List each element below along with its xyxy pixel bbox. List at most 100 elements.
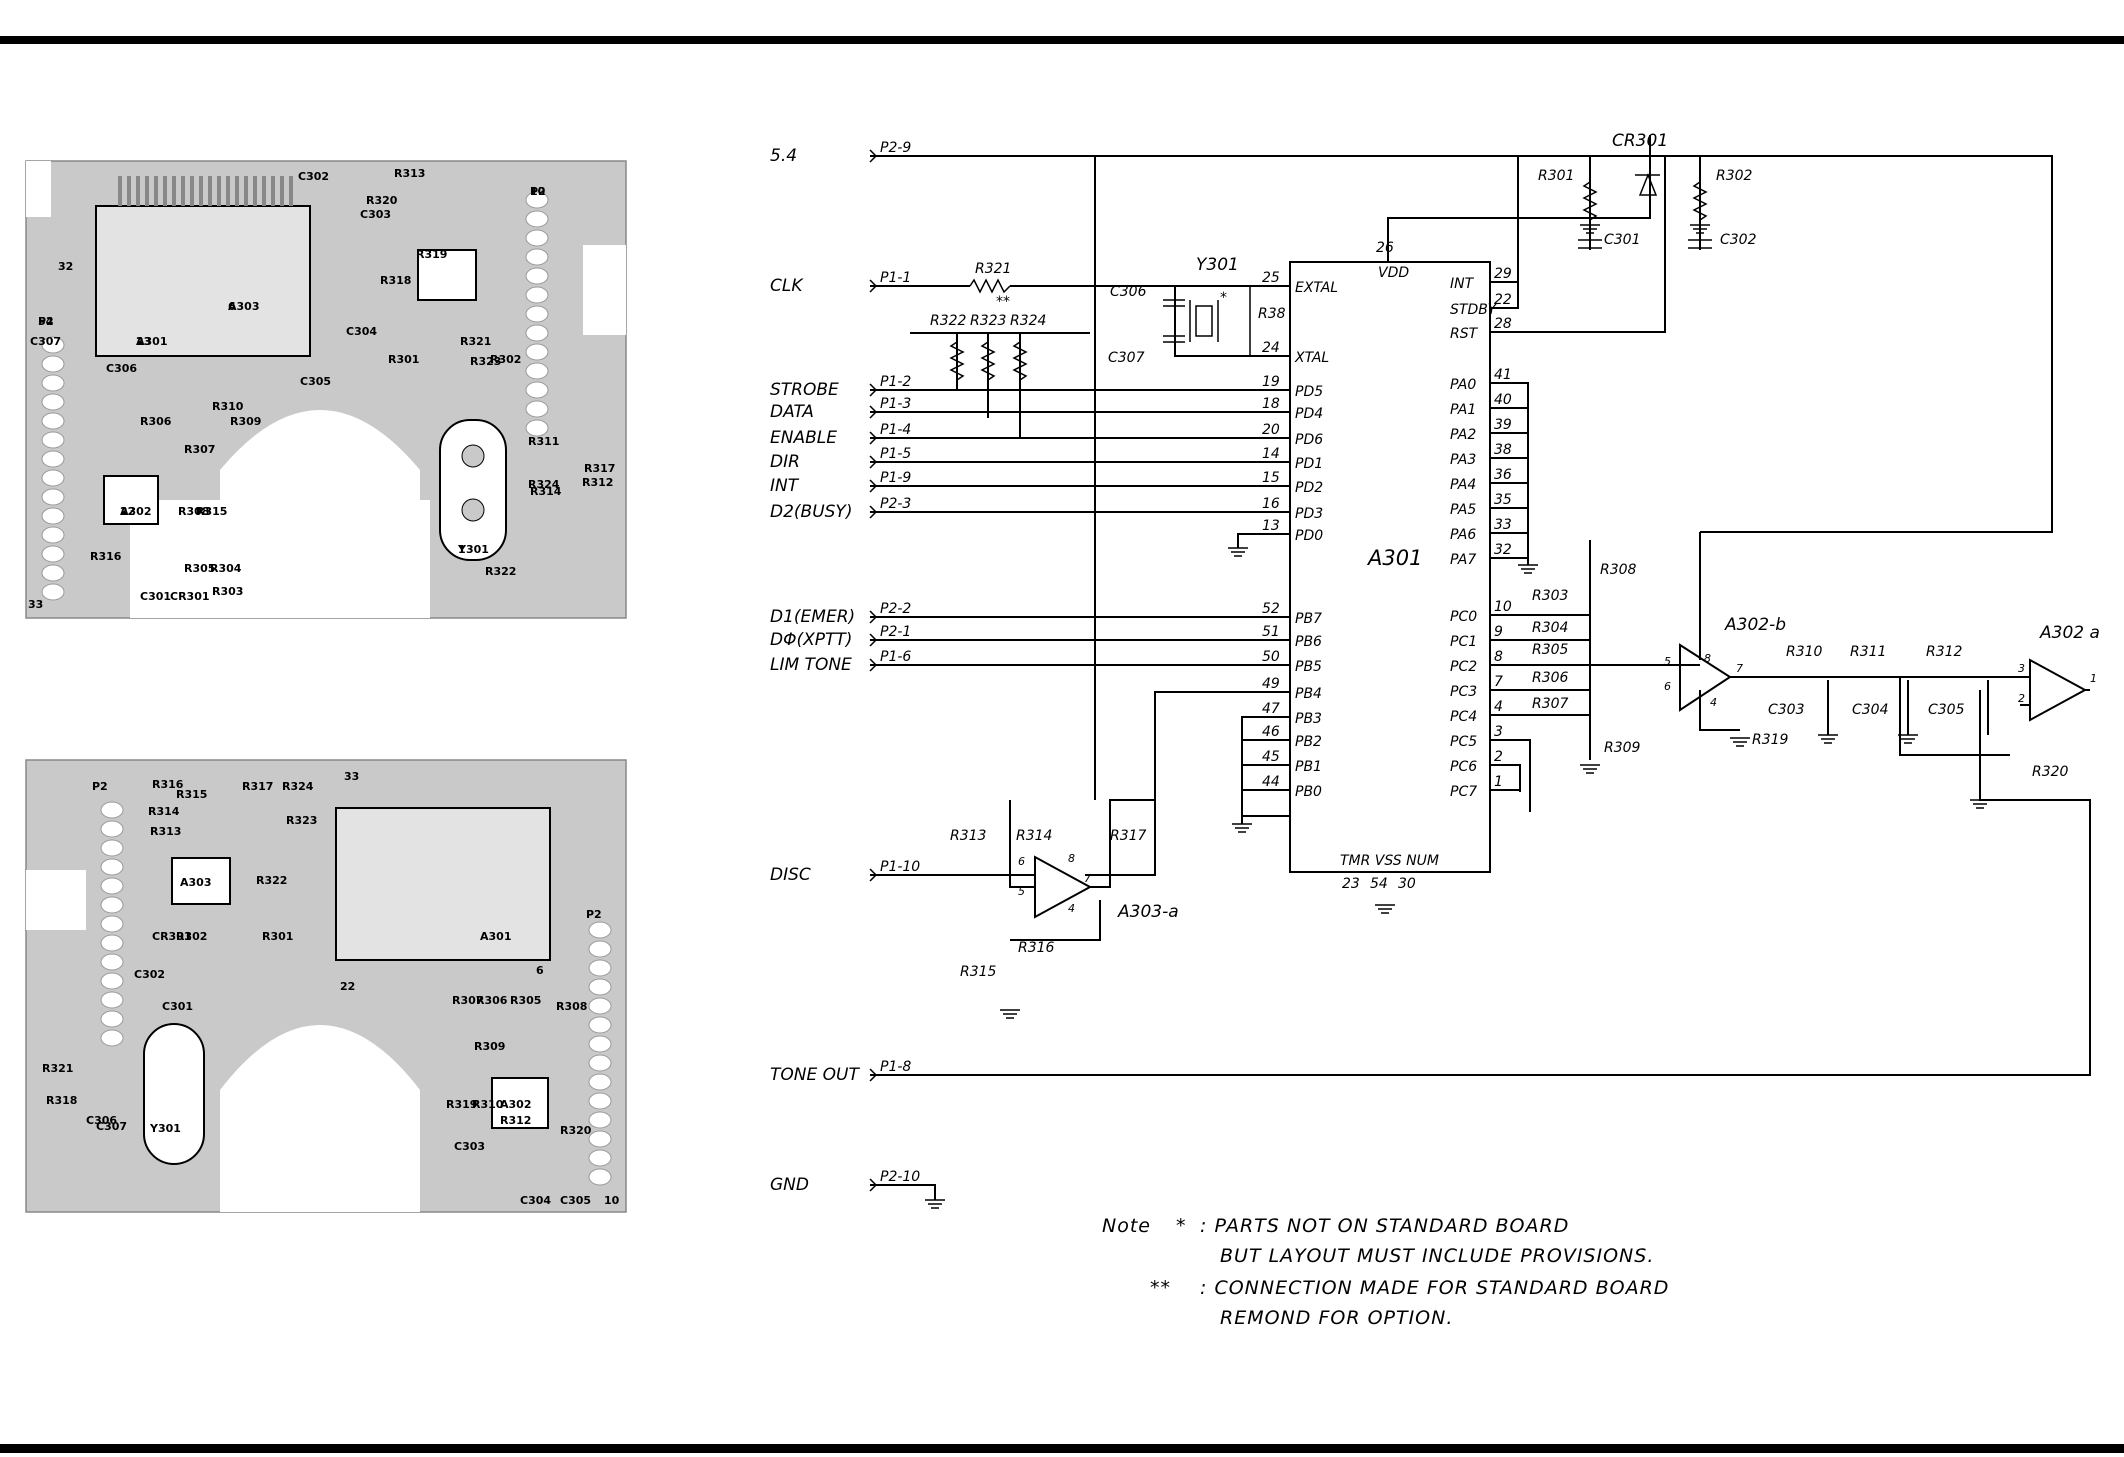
ic-left-pin-num: 20 — [1262, 422, 1280, 438]
ic-left-pin-num: 19 — [1262, 374, 1280, 390]
note-prefix: Note — [1102, 1215, 1151, 1237]
pcb-top-label: C306 — [106, 362, 137, 375]
pcb-pad — [100, 1029, 124, 1047]
resistor-label: R321 — [975, 261, 1011, 277]
notes-block: Note * : PARTS NOT ON STANDARD BOARD BUT… — [1102, 1215, 1668, 1329]
pcb-pad — [100, 801, 124, 819]
a301-top-pin-label: VDD — [1378, 265, 1409, 281]
pcb-pad — [100, 915, 124, 933]
pcb-pad — [588, 1149, 612, 1167]
input-arrow-icon — [869, 405, 878, 419]
ground-icon — [1970, 799, 1990, 809]
pcb-trace — [208, 176, 212, 206]
ic-left-pin-num: 47 — [1262, 701, 1280, 717]
pcb-bottom-label: C302 — [134, 968, 165, 981]
input-label-12: TONE OUT — [770, 1065, 860, 1085]
ic-right-pin-num: 7 — [1494, 674, 1503, 690]
a301-bottom-pin-54: 54 — [1370, 876, 1388, 892]
pcb-top-label: R309 — [230, 415, 261, 428]
pcb-pad — [41, 564, 65, 582]
a303a-label: A303-a — [1117, 902, 1179, 922]
ic-left-pin-label: PD1 — [1295, 456, 1323, 472]
pin-label-3: P1-3 — [880, 396, 911, 412]
pcb-bottom-label: R322 — [256, 874, 287, 887]
a302b-pin-num: 6 — [1664, 680, 1671, 693]
pcb-trace — [235, 176, 239, 206]
pcb-top-label: C303 — [360, 208, 391, 221]
a302a-pin-num: 3 — [2018, 662, 2025, 675]
input-label-4: ENABLE — [770, 428, 837, 448]
pcb-bottom-label: R323 — [286, 814, 317, 827]
ic-right-pin-label: PC7 — [1450, 784, 1477, 800]
pcb-pad — [100, 972, 124, 990]
pcb-bottom-label: 6 — [536, 964, 544, 977]
pcb-bottom-label: 22 — [340, 980, 355, 993]
resistor-label: R317 — [1110, 828, 1147, 844]
pin-label-7: P2-3 — [880, 496, 911, 512]
ic-right-pin-num: 40 — [1494, 392, 1512, 408]
ic-right-pin-label: PA1 — [1450, 402, 1476, 418]
pcb-top-label: A302 — [120, 505, 151, 518]
pin-label-4: P1-4 — [880, 422, 911, 438]
ic-right-pin-label: PA3 — [1450, 452, 1476, 468]
input-arrow-icon — [869, 1068, 878, 1082]
pin-label-8: P2-2 — [880, 601, 911, 617]
pcb-bottom-label: R306 — [476, 994, 508, 1007]
pcb-top-label: A303 — [228, 300, 259, 313]
pcb-trace — [190, 176, 194, 206]
pcb-pad — [588, 940, 612, 958]
ic-right-pin-num: 10 — [1494, 599, 1512, 615]
pcb-pad — [41, 469, 65, 487]
ic-right-pin-label: PC0 — [1450, 609, 1477, 625]
input-arrow-icon — [869, 279, 878, 293]
a301-label: A301 — [1366, 546, 1422, 570]
pcb-pad — [41, 374, 65, 392]
pcb-pad — [41, 431, 65, 449]
pcb-bottom-label: R317 — [242, 780, 273, 793]
ic-left-pin-label: PD3 — [1295, 506, 1323, 522]
pcb-bottom-label: R313 — [150, 825, 181, 838]
pcb-top-label: 32 — [58, 260, 73, 273]
a302a-pin-num: 2 — [2018, 692, 2025, 705]
pcb-bottom-label: A302 — [500, 1098, 531, 1111]
resistor-label: R313 — [950, 828, 986, 844]
capacitor-label: C302 — [1720, 232, 1757, 248]
pin-label-12: P1-8 — [880, 1059, 911, 1075]
pcb-top-label: R319 — [416, 248, 447, 261]
note-star-1: * — [1176, 1215, 1187, 1237]
pcb-top-label: R316 — [90, 550, 122, 563]
pin-label-5: P1-5 — [880, 446, 911, 462]
resistor-label: R302 — [1716, 168, 1753, 184]
ic-right-pin-num: 2 — [1494, 749, 1503, 765]
pcb-pad — [41, 488, 65, 506]
pcb-bottom-label: R309 — [474, 1040, 505, 1053]
pcb-pad — [588, 1073, 612, 1091]
input-arrow-icon — [869, 431, 878, 445]
pcb-trace — [244, 176, 248, 206]
pin-label-2: P1-2 — [880, 374, 911, 390]
ic-left-pin-num: 16 — [1262, 496, 1280, 512]
y301-label: Y301 — [1196, 255, 1239, 275]
ic-right-pin-label: RST — [1450, 326, 1479, 342]
pcb-trace — [181, 176, 185, 206]
ground-icon — [1000, 1009, 1020, 1019]
pcb-top-label: 10 — [530, 185, 546, 198]
resistor-label: R311 — [1850, 644, 1886, 660]
input-arrow-icon — [869, 505, 878, 519]
pcb-top-label: R321 — [460, 335, 491, 348]
note-line-2: BUT LAYOUT MUST INCLUDE PROVISIONS. — [1220, 1245, 1654, 1267]
capacitor-label: C304 — [1852, 702, 1889, 718]
ground-icon — [1580, 764, 1600, 774]
pcb-pad — [525, 248, 549, 266]
pcb-pad — [41, 450, 65, 468]
pcb-bottom-label: 10 — [604, 1194, 620, 1207]
pcb-trace — [172, 176, 176, 206]
top-rule — [0, 36, 2124, 44]
pcb-top-label: Y301 — [457, 543, 489, 556]
resistor-label: R305 — [1532, 642, 1569, 658]
pcb-top-label: R303 — [212, 585, 243, 598]
pcb-pad — [525, 324, 549, 342]
pcb-bottom-label: R315 — [176, 788, 207, 801]
a303a-pin-num: 7 — [1084, 872, 1091, 885]
input-arrow-icon — [869, 383, 878, 397]
